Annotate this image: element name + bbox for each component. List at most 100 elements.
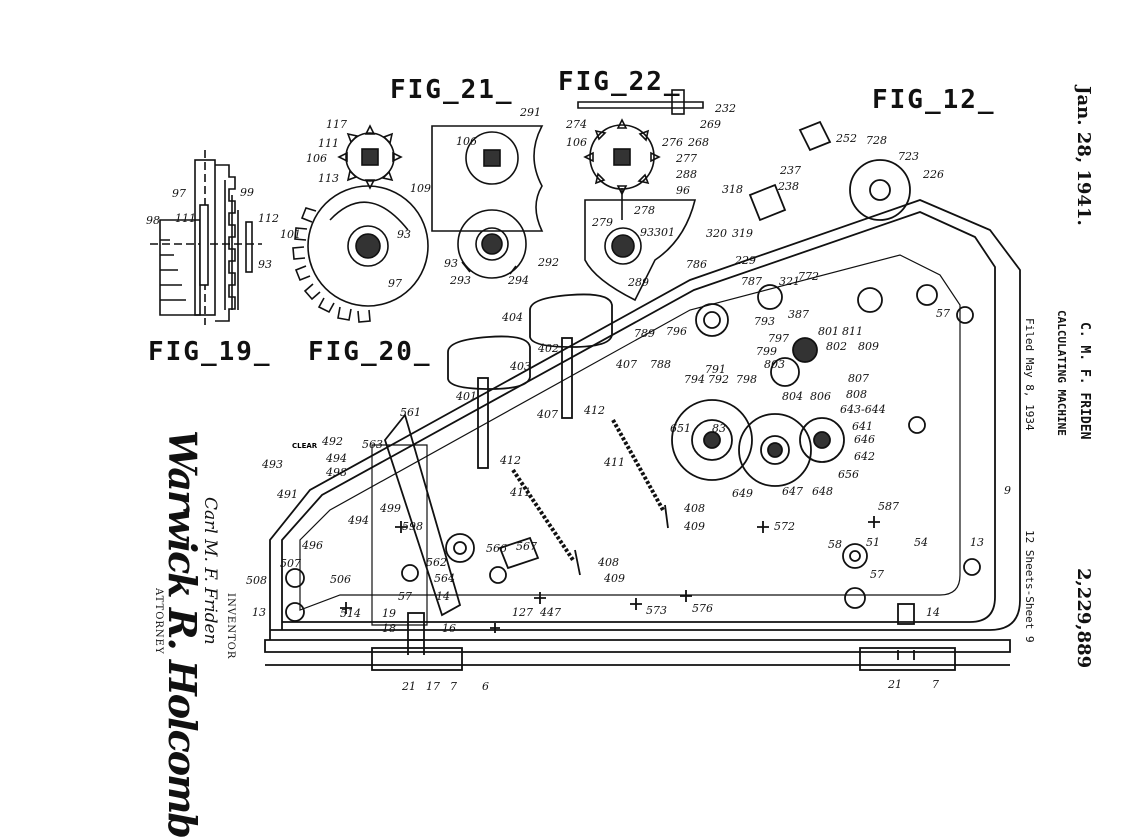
ref-numeral: 268 <box>687 136 709 149</box>
ref-numeral: 799 <box>756 345 777 358</box>
ref-numeral: 567 <box>516 540 537 553</box>
ref-numeral: 576 <box>692 602 713 615</box>
ref-numeral: 564 <box>434 572 455 585</box>
ref-numeral: 797 <box>768 332 789 345</box>
ref-numeral: 572 <box>774 520 795 533</box>
ref-numeral: 98 <box>146 214 160 227</box>
ref-numeral: 274 <box>565 118 587 131</box>
ref-numeral: 18 <box>382 622 396 635</box>
sheet-count: 12 Sheets-Sheet 9 <box>1023 530 1036 643</box>
ref-numeral: 643-644 <box>840 403 886 416</box>
ref-numeral: 13 <box>970 536 984 549</box>
ref-numeral: 492 <box>321 435 343 448</box>
filed-date: Filed May 8, 1934 <box>1023 318 1036 431</box>
ref-numeral: 16 <box>442 622 456 635</box>
ref-numeral: 646 <box>854 433 875 446</box>
ref-numeral: 57 <box>870 568 884 581</box>
ref-numeral: 14 <box>436 590 450 603</box>
ref-numeral: 786 <box>686 258 707 271</box>
ref-numeral: 97 <box>388 277 402 290</box>
ref-numeral: 293 <box>449 274 471 287</box>
ref-numeral: 791 <box>705 363 726 376</box>
fig-20-drawing <box>292 185 429 323</box>
fig-22-numerals: 232 269 274 106 276 268 277 288 96 278 2… <box>565 102 736 289</box>
ref-numeral: 408 <box>683 502 705 515</box>
ref-numeral: 229 <box>734 254 756 267</box>
ref-numeral: 508 <box>246 574 267 587</box>
ref-numeral: 294 <box>507 274 529 287</box>
ref-numeral: 407 <box>536 408 558 421</box>
ref-numeral: 6 <box>482 680 489 693</box>
patent-date: Jan. 28, 1941. <box>1073 86 1094 226</box>
attorney-label: ATTORNEY <box>153 588 164 655</box>
ref-numeral: 387 <box>788 308 809 321</box>
ref-numeral: 93 <box>640 226 654 239</box>
ref-numeral: 402 <box>537 342 559 355</box>
ref-numeral: 21 <box>887 678 902 691</box>
fig-12-numerals: 252 728 723 226 237 238 318 320 319 229 … <box>246 132 1011 693</box>
ref-numeral: 288 <box>675 168 697 181</box>
ref-numeral: 447 <box>539 606 561 619</box>
ref-numeral: 93 <box>444 257 458 270</box>
ref-numeral: 21 <box>401 680 416 693</box>
ref-numeral: 792 <box>708 373 729 386</box>
ref-numeral: 808 <box>846 388 867 401</box>
ref-numeral: 412 <box>499 454 521 467</box>
ref-numeral: 238 <box>777 180 799 193</box>
ref-numeral: 276 <box>661 136 683 149</box>
ref-numeral: 647 <box>782 485 803 498</box>
ref-numeral: 407 <box>615 358 637 371</box>
ref-numeral: 796 <box>666 325 687 338</box>
ref-numeral: 111 <box>318 137 339 150</box>
ref-numeral: 772 <box>798 270 819 283</box>
ref-numeral: 112 <box>258 212 279 225</box>
ref-numeral: 9 <box>1004 484 1011 497</box>
ref-numeral: 58 <box>828 538 842 551</box>
ref-numeral: 491 <box>276 488 298 501</box>
ref-numeral: 13 <box>252 606 266 619</box>
ref-numeral: 14 <box>926 606 940 619</box>
ref-numeral: 127 <box>512 606 533 619</box>
ref-numeral: 563 <box>362 438 383 451</box>
ref-numeral: 19 <box>382 607 396 620</box>
inventor-label: INVENTOR <box>225 593 236 660</box>
clear-label: CLEAR <box>292 442 318 450</box>
ref-numeral: 411 <box>509 486 531 499</box>
ref-numeral: 318 <box>722 183 743 196</box>
ref-numeral: 278 <box>633 204 655 217</box>
fig-21-label: FIG_21_ <box>390 75 514 105</box>
fig-19-numerals: 97 99 98 111 112 93 <box>146 186 279 271</box>
ref-numeral: 269 <box>699 118 721 131</box>
ref-numeral: 802 <box>826 340 847 353</box>
ref-numeral: 566 <box>486 542 507 555</box>
ref-numeral: 277 <box>675 152 697 165</box>
ref-numeral: 641 <box>852 420 873 433</box>
ref-numeral: 252 <box>835 132 857 145</box>
ref-numeral: 409 <box>683 520 705 533</box>
ref-numeral: 798 <box>736 373 757 386</box>
ref-numeral: 106 <box>566 136 587 149</box>
ref-numeral: 656 <box>838 468 859 481</box>
fig-20-label: FIG_20_ <box>308 337 432 367</box>
ref-numeral: 232 <box>714 102 736 115</box>
ref-numeral: 649 <box>732 487 753 500</box>
ref-numeral: 7 <box>932 678 939 691</box>
fig-20-numerals: 101 93 97 <box>280 228 411 290</box>
ref-numeral: 801 <box>818 325 839 338</box>
ref-numeral: 113 <box>318 172 339 185</box>
ref-numeral: 109 <box>410 182 431 195</box>
ref-numeral: 496 <box>301 539 323 552</box>
ref-numeral: 291 <box>519 106 541 119</box>
ref-numeral: 99 <box>240 186 254 199</box>
ref-numeral: 493 <box>261 458 283 471</box>
ref-numeral: 562 <box>426 556 447 569</box>
ref-numeral: 320 <box>706 227 727 240</box>
ref-numeral: 587 <box>878 500 899 513</box>
ref-numeral: 789 <box>634 327 655 340</box>
ref-numeral: 723 <box>898 150 919 163</box>
ref-numeral: 494 <box>347 514 369 527</box>
ref-numeral: 289 <box>627 276 649 289</box>
ref-numeral: 514 <box>340 607 361 620</box>
ref-numeral: 793 <box>754 315 775 328</box>
ref-numeral: 804 <box>782 390 803 403</box>
